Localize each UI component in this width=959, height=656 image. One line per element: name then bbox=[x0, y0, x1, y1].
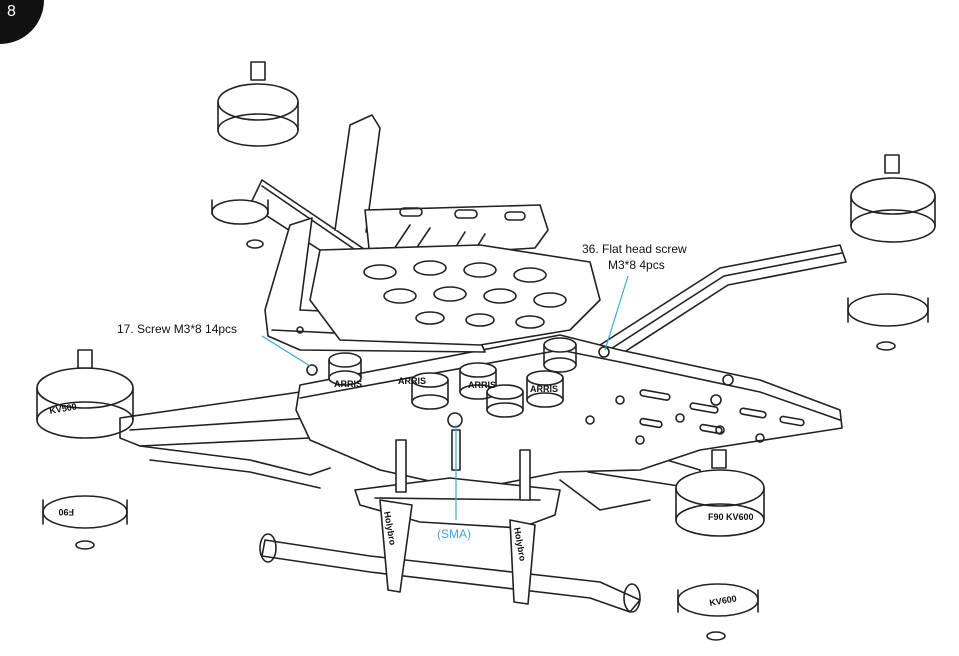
callout-screw: 17. Screw M3*8 14pcs bbox=[117, 322, 238, 336]
landing-skid bbox=[259, 499, 641, 613]
stamp-arris-3: ARRIS bbox=[468, 380, 496, 390]
perforated-plate bbox=[309, 244, 601, 346]
motor-front-left bbox=[36, 349, 134, 550]
arm-front-left bbox=[119, 391, 331, 489]
callout-sma: (SMA) bbox=[437, 527, 471, 541]
stamp-arris-4: ARRIS bbox=[530, 384, 558, 394]
stamp-motor-f90-b: F90 bbox=[58, 507, 74, 517]
leader-screw bbox=[261, 335, 311, 367]
callout-flat-head-screw-title: 36. Flat head screw bbox=[582, 242, 687, 256]
stamp-arris-2: ARRIS bbox=[398, 376, 426, 386]
step-number: 8 bbox=[7, 3, 16, 20]
motor-rear-right bbox=[847, 154, 936, 351]
screw-marks bbox=[306, 346, 734, 428]
main-frame-plate bbox=[295, 334, 843, 491]
stamp-motor-kv600: KV600 bbox=[709, 593, 738, 608]
stamp-arris-1: ARRIS bbox=[334, 379, 362, 389]
dampers bbox=[328, 337, 577, 418]
stamp-motor-kv500: KV500 bbox=[49, 401, 78, 416]
step-badge bbox=[0, 0, 44, 44]
motor-front-right bbox=[675, 449, 765, 641]
callout-flat-head-screw-spec: M3*8 4pcs bbox=[608, 258, 665, 272]
leader-flat-head bbox=[604, 275, 629, 351]
stamp-motor-f90-kv600: F90 KV600 bbox=[708, 512, 754, 522]
motor-rear-left bbox=[211, 61, 299, 249]
